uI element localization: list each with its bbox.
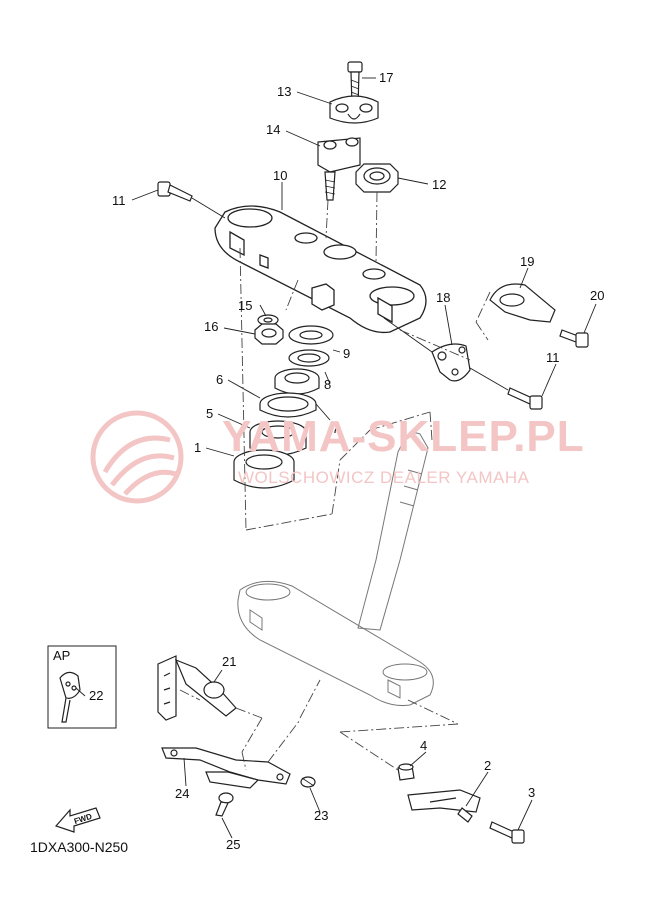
part-14-lower-holder xyxy=(317,137,361,201)
part-10-upper-bracket xyxy=(214,205,427,334)
callout-24: 24 xyxy=(175,786,189,801)
part-16-nut xyxy=(254,323,284,345)
part-19-clamp xyxy=(489,283,556,323)
part-5-bearing xyxy=(249,420,307,456)
ap-label: AP xyxy=(53,648,70,663)
callout-11-upper: 11 xyxy=(112,193,126,208)
part-18-bracket xyxy=(431,343,471,382)
leader-lines xyxy=(75,77,597,839)
part-23-screw xyxy=(300,776,316,788)
callout-21: 21 xyxy=(222,654,236,669)
part-12-nut xyxy=(355,163,399,193)
alignment-lines xyxy=(179,191,491,771)
part-21-switch xyxy=(157,655,237,721)
callout-18: 18 xyxy=(436,290,450,305)
callout-7: 7 xyxy=(332,421,339,436)
ap-key-box xyxy=(47,645,117,729)
callout-3: 3 xyxy=(528,785,535,800)
callout-13: 13 xyxy=(277,84,291,99)
watermark-title: YAMA-SKLEP.PL xyxy=(222,412,585,461)
fwd-arrow-icon: FWD xyxy=(54,807,101,833)
part-24-plate xyxy=(161,747,291,789)
part-4-collar xyxy=(397,763,415,781)
callout-1: 1 xyxy=(194,440,201,455)
diagram-code: 1DXA300-N250 xyxy=(30,839,129,855)
part-11-bolt-lower xyxy=(507,387,543,410)
part-11-bolt-upper xyxy=(157,181,193,202)
callout-19: 19 xyxy=(520,254,534,269)
key-icon xyxy=(59,671,81,723)
callout-6: 6 xyxy=(216,372,223,387)
callout-11-lower: 11 xyxy=(546,350,560,365)
callout-14: 14 xyxy=(266,122,280,137)
part-13-upper-holder xyxy=(329,95,379,124)
part-9-washer xyxy=(288,325,334,345)
part-20-bolt xyxy=(559,329,589,348)
part-1-bearing xyxy=(233,449,295,489)
callout-5: 5 xyxy=(206,406,213,421)
watermark-logo xyxy=(90,410,184,504)
callout-labels: 17 13 14 12 11 10 15 16 9 8 7 6 5 1 18 1… xyxy=(53,70,604,852)
callout-22: 22 xyxy=(89,688,103,703)
phantom-lower-bracket xyxy=(237,432,434,706)
callout-17: 17 xyxy=(379,70,393,85)
part-8-washer xyxy=(288,349,330,367)
callout-25: 25 xyxy=(226,837,240,852)
part-2-bracket xyxy=(407,789,481,823)
callout-4: 4 xyxy=(420,738,427,753)
callout-15: 15 xyxy=(238,298,252,313)
callout-8: 8 xyxy=(324,377,331,392)
callout-2: 2 xyxy=(484,758,491,773)
callout-12: 12 xyxy=(432,177,446,192)
part-25-screw xyxy=(215,792,234,817)
part-6-seal xyxy=(259,392,317,418)
callout-23: 23 xyxy=(314,808,328,823)
watermark-subtitle: WOLSCHOWICZ DEALER YAMAHA xyxy=(238,468,530,487)
callout-9: 9 xyxy=(343,346,350,361)
callout-16: 16 xyxy=(204,319,218,334)
callout-10: 10 xyxy=(273,168,287,183)
part-3-bolt xyxy=(489,821,525,844)
callout-20: 20 xyxy=(590,288,604,303)
part-7-ring-nut xyxy=(274,368,320,395)
